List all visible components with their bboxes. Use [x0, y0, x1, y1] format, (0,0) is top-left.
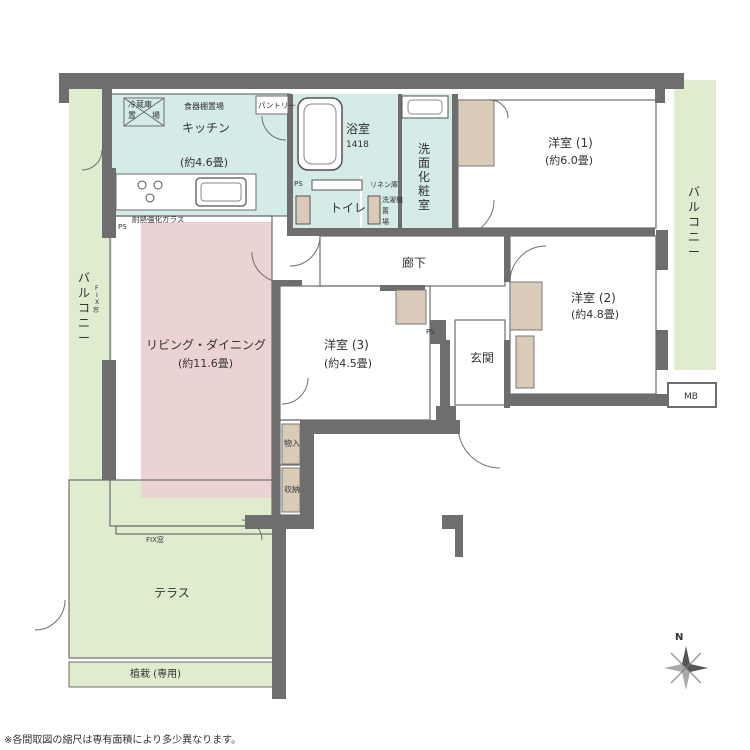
balcony-left-char-4: ー [78, 331, 90, 345]
living-area [141, 222, 272, 498]
washroom-char-4: 室 [418, 197, 430, 212]
washroom-char-0: 洗 [418, 142, 430, 156]
living-label: リビング・ダイニング [146, 337, 266, 352]
kitchen-fixtures [115, 95, 289, 211]
storage-label-2: 収納 [284, 484, 300, 494]
toilet-label: トイレ [330, 201, 366, 215]
balcony-right-char-1: ル [688, 200, 700, 214]
fix-window-char-3: 窓 [93, 306, 99, 314]
fridge-label-3: 場 [152, 110, 160, 120]
footnote: ※各間取図の縮尺は専有面積により多少異なります。 [4, 735, 242, 746]
washroom-char-2: 化 [418, 170, 430, 184]
bath-size-label: 1418 [346, 140, 369, 150]
washer-label-3: 場 [382, 217, 389, 226]
corridor-label: 廊下 [402, 255, 426, 270]
bath-label: 浴室 [346, 121, 370, 136]
balcony-left-char-2: コ [78, 301, 90, 315]
bedroom1-size-label: (約6.0畳) [545, 153, 593, 167]
kitchen-label: キッチン [182, 121, 230, 135]
entrance-label: 玄関 [470, 350, 494, 365]
heat-glass-label: 耐熱強化ガラス [132, 214, 184, 224]
ps-label-kitchen: PS [118, 223, 127, 231]
right-balcony [674, 80, 716, 370]
doors [34, 99, 547, 631]
balcony-right-char-4: ー [688, 245, 700, 259]
bathtub [297, 97, 343, 171]
bedroom2-size-label: (約4.8畳) [571, 307, 619, 321]
bedroom3-label: 洋室 (3) [324, 337, 369, 352]
wash-basin [401, 95, 449, 119]
bedroom3-size-label: (約4.5畳) [324, 356, 372, 370]
fridge-space [123, 97, 165, 127]
fix-window-char-1: I [96, 292, 98, 299]
terrace-label: テラス [154, 586, 190, 600]
kitchen-size-label: (約4.6畳) [180, 155, 228, 169]
closets [281, 99, 543, 513]
sink [195, 177, 247, 207]
washroom-char-3: 粧 [418, 184, 430, 198]
washroom-char-1: 面 [418, 156, 430, 170]
planting-area [68, 661, 274, 688]
ps-label-hall: PS [426, 328, 435, 336]
compass-icon [664, 646, 708, 690]
bedroom2-label: 洋室 (2) [571, 290, 616, 305]
pantry-label: パントリー [258, 101, 296, 110]
bedroom1-label: 洋室 (1) [548, 135, 593, 150]
balcony-right-char-2: コ [688, 215, 700, 229]
fridge-label-2: 置 [128, 111, 136, 120]
terrace-area [69, 480, 273, 658]
mb-label: MB [684, 392, 698, 402]
dish-shelf-label: 食器棚置場 [184, 101, 224, 111]
fix-window-char-0: F [95, 285, 99, 292]
living-size-label: (約11.6畳) [178, 356, 233, 370]
linen-label: リネン庫 [370, 180, 398, 189]
ps-label-bath: PS [294, 180, 303, 188]
walls [59, 73, 717, 699]
north-label: N [675, 632, 683, 643]
bath-fixtures [295, 95, 449, 225]
planting-label: 植栽 (専用) [130, 667, 181, 680]
balcony-left-char-3: ニ [78, 316, 90, 330]
balcony-left-char-1: ル [78, 286, 90, 300]
stove [137, 180, 163, 203]
toilet-fixture [311, 179, 363, 191]
washer-label: 洗濯機 [382, 195, 403, 204]
balcony-left-char-0: バ [78, 271, 90, 285]
fix-window-bottom-label: FIX窓 [146, 535, 164, 544]
fix-window-char-2: X [95, 299, 99, 306]
storage-label-1: 物入 [284, 438, 300, 448]
pantry-box [255, 95, 289, 115]
balcony-right-char-0: バ [688, 185, 700, 199]
balcony-right-char-3: ニ [688, 230, 700, 244]
fridge-label: 冷蔵庫 [128, 99, 152, 109]
washer-label-2: 置 [382, 207, 389, 215]
